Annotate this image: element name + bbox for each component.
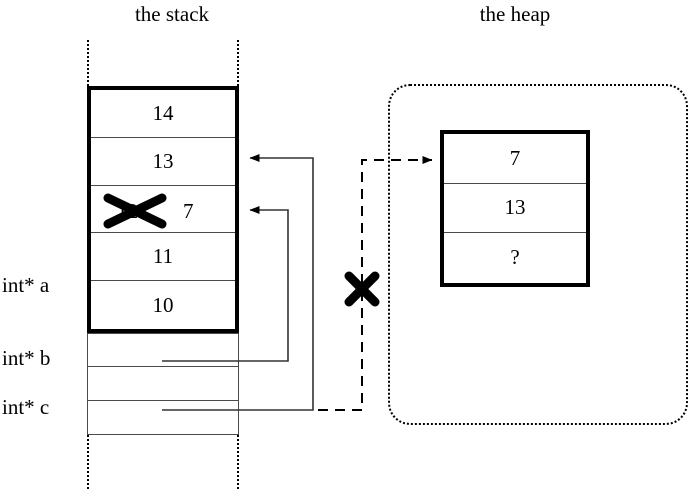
pointer-slot-b: [88, 367, 238, 401]
pointer-label-b: int* b: [2, 346, 51, 370]
strikeout-x-heap-pointer: [344, 271, 380, 307]
pointer-label-a: int* a: [2, 273, 50, 297]
heap-cell-value: ?: [510, 245, 520, 270]
stack-dotted-extension-top-left: [87, 40, 89, 86]
heap-allocation-block: 7 13 ?: [440, 130, 590, 287]
stack-cell: 10: [91, 281, 235, 329]
stack-dotted-extension-bottom-left: [87, 435, 89, 489]
stack-cell: 13: [91, 138, 235, 186]
pointer-slot-c: [88, 401, 238, 434]
stack-dotted-extension-top-right: [237, 40, 239, 86]
pointer-label-c: int* c: [2, 395, 50, 419]
stack-cell-value: 11: [152, 244, 174, 269]
heap-cell: 13: [444, 184, 586, 234]
stack-cell-value: 13: [152, 148, 174, 173]
pointer-slot-a: [88, 334, 238, 368]
stack-cell-modified: 12 7: [91, 186, 235, 234]
heap-cell-value: 13: [504, 195, 526, 220]
stack-frame-block: 14 13 12 7 11 10: [87, 86, 239, 333]
pointer-variable-slots: [87, 333, 239, 435]
stack-dotted-extension-bottom-right: [237, 435, 239, 489]
heap-cell: ?: [444, 233, 586, 283]
heap-title: the heap: [479, 2, 551, 26]
stack-cell: 14: [91, 90, 235, 138]
stack-title: the stack: [134, 2, 210, 26]
stack-cell: 11: [91, 233, 235, 282]
stack-cell-value: 14: [152, 100, 174, 125]
stack-cell-old-value: 12: [117, 198, 138, 223]
stack-cell-value: 10: [152, 292, 174, 317]
stack-cell-new-value: 7: [183, 198, 194, 223]
heap-cell: 7: [444, 134, 586, 184]
heap-cell-value: 7: [509, 145, 521, 170]
